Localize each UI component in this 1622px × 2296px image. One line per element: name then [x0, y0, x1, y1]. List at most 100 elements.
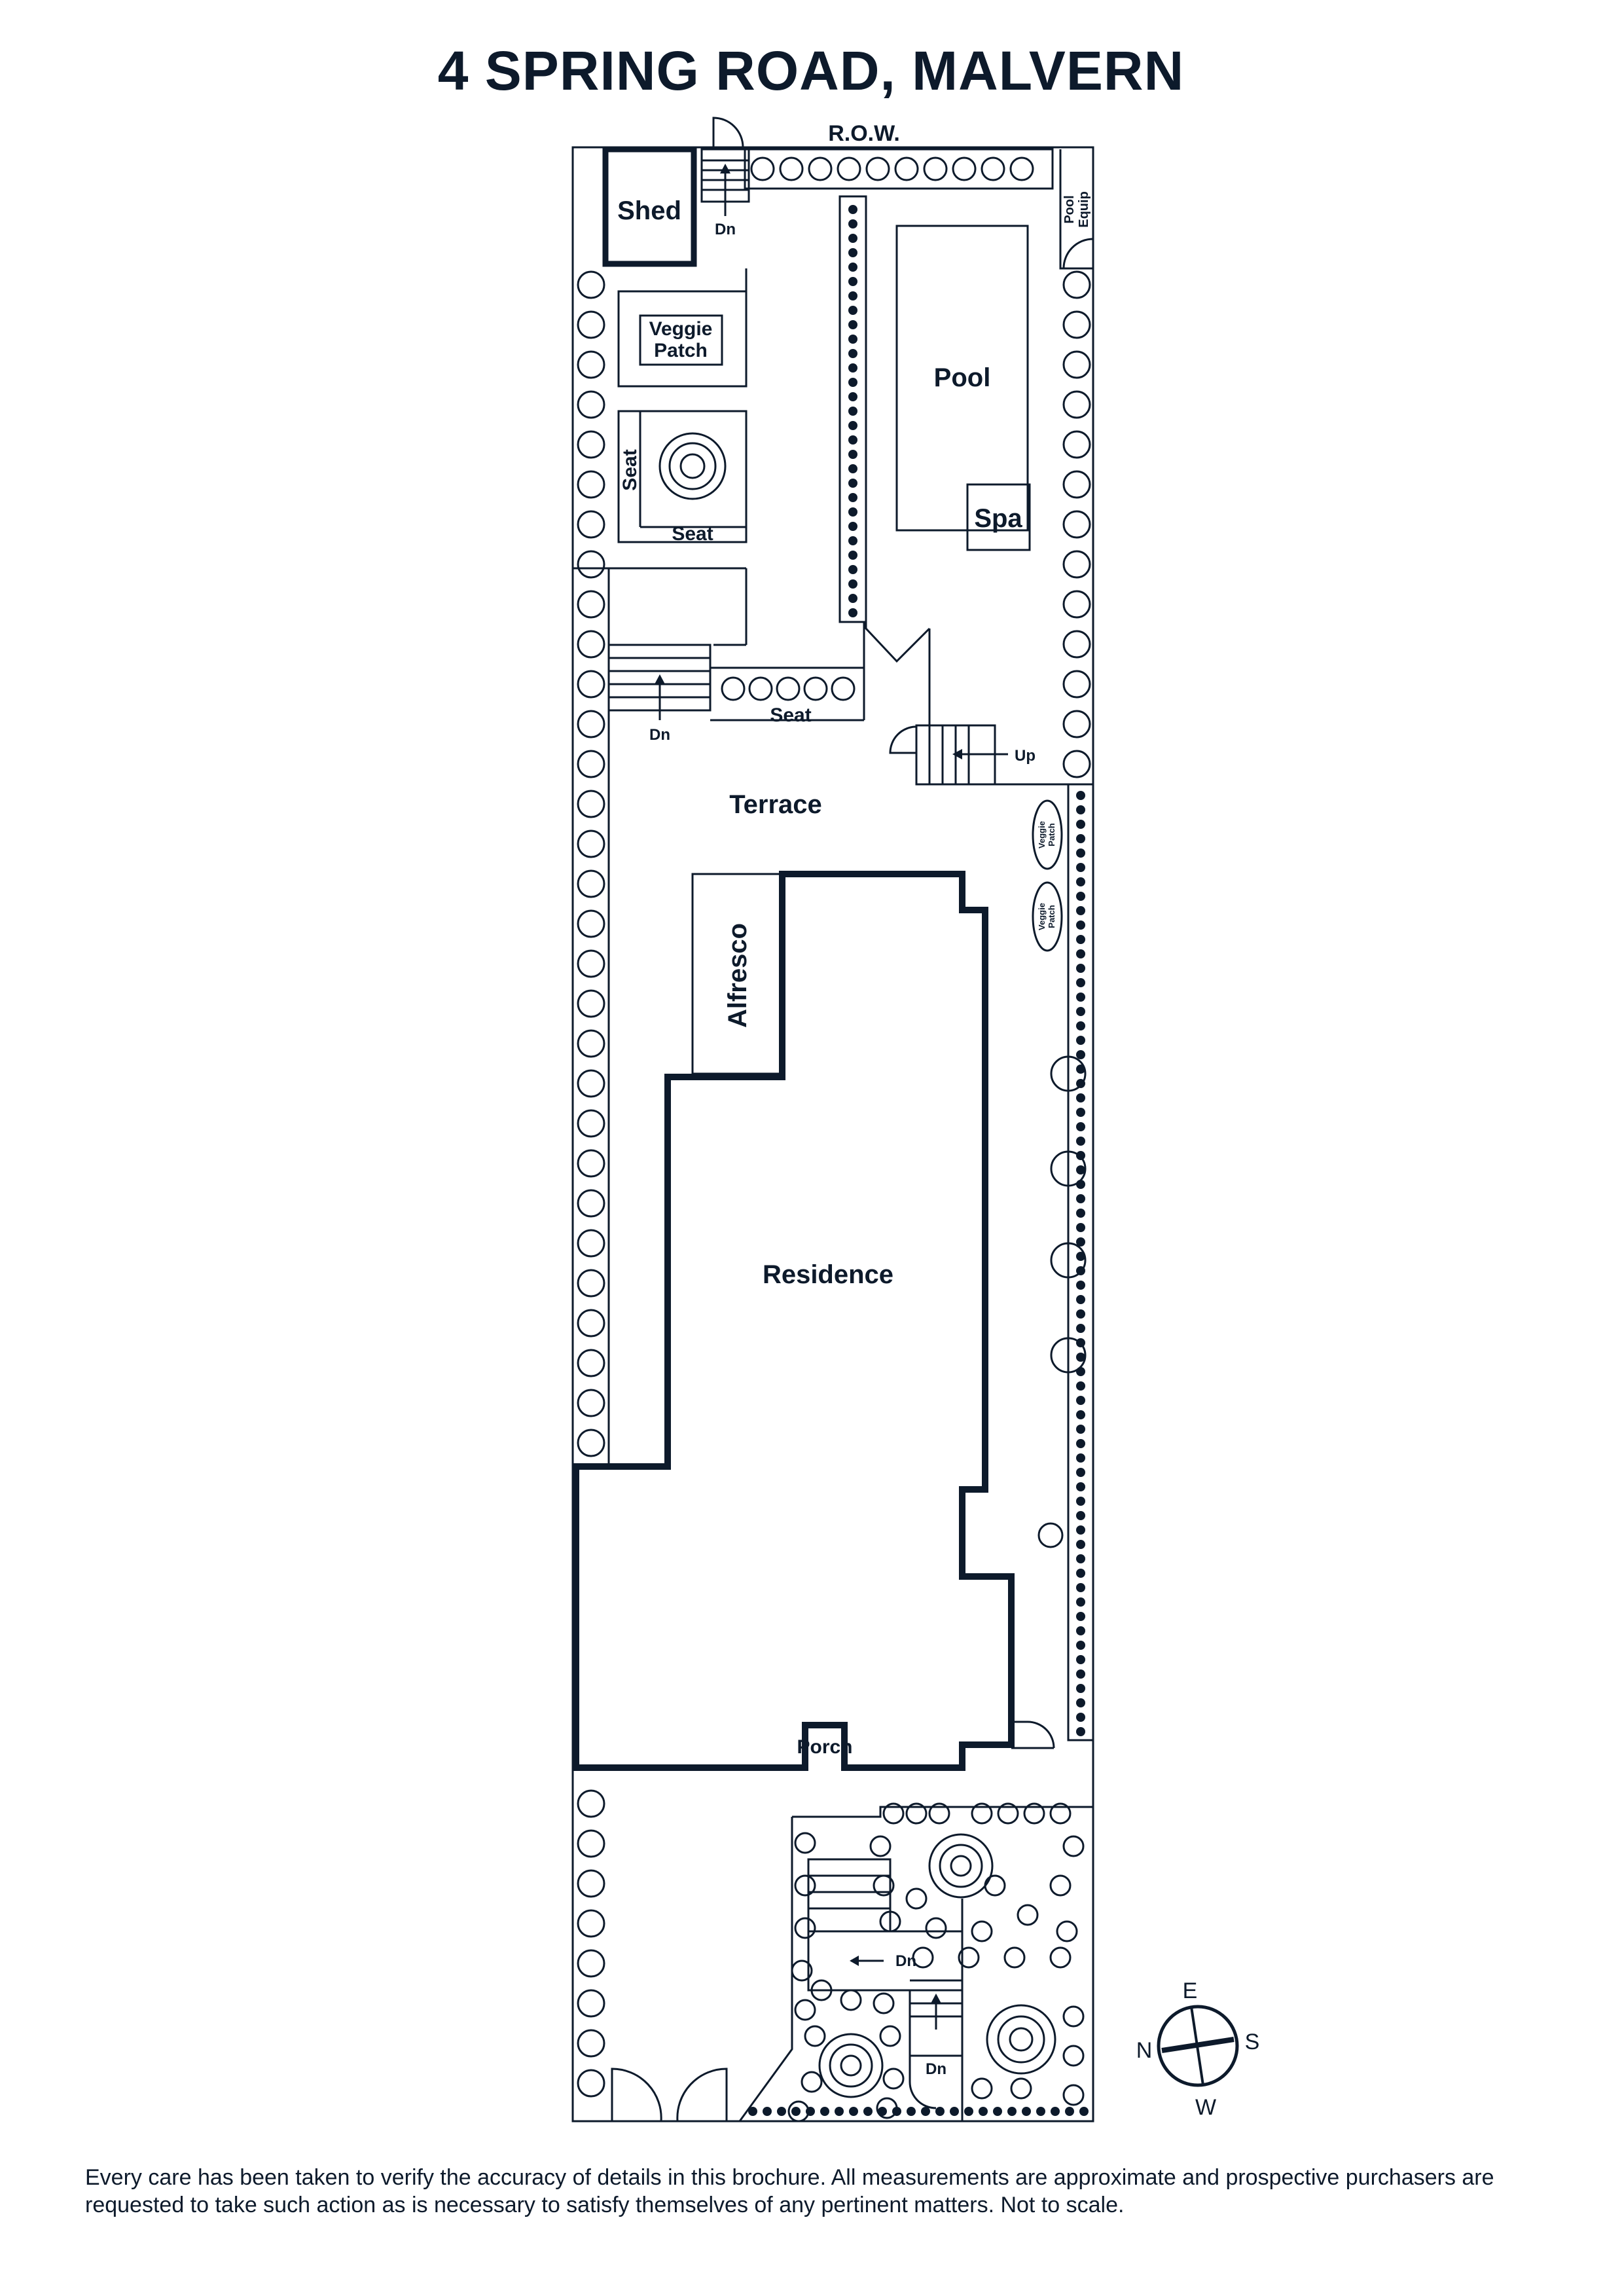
- shrub: [905, 1802, 928, 1825]
- hedge-dot: [848, 594, 857, 603]
- shrub: [794, 1832, 816, 1854]
- hedge-dot: [848, 421, 857, 430]
- hedge-dot: [1076, 1511, 1085, 1520]
- shrub: [577, 1309, 605, 1338]
- shrub: [1062, 470, 1091, 499]
- shrub: [577, 1269, 605, 1298]
- shrub: [928, 1802, 950, 1825]
- shrub: [577, 1389, 605, 1417]
- shrub: [831, 676, 856, 701]
- shrub: [1017, 1904, 1039, 1926]
- hedge-dot: [848, 349, 857, 358]
- hedge-dot: [848, 234, 857, 243]
- hedge-dot: [848, 291, 857, 301]
- hedge-shrubs: [577, 156, 1091, 2123]
- shrub: [808, 156, 833, 181]
- page-title: 4 SPRING ROAD, MALVERN: [437, 40, 1185, 101]
- hedge-dot: [1051, 2107, 1060, 2116]
- shrub: [1062, 350, 1091, 379]
- hedge-dot: [848, 363, 857, 373]
- shrub: [803, 676, 828, 701]
- shrub: [577, 1429, 605, 1457]
- hedge-dot: [848, 320, 857, 329]
- hedge-dot: [1022, 2107, 1031, 2116]
- shrub: [577, 1069, 605, 1098]
- shrub: [1062, 2084, 1085, 2106]
- hedge-dot: [1076, 848, 1085, 858]
- shrub: [1062, 630, 1091, 659]
- veggie-patch-small-b[interactable]: [1032, 881, 1063, 952]
- hedge-dot: [1076, 1482, 1085, 1491]
- hedge-dot: [1076, 805, 1085, 814]
- shrub: [971, 1920, 993, 1942]
- shrub: [577, 1989, 605, 2018]
- shrub: [1062, 390, 1091, 419]
- terrace-stair: [607, 644, 712, 720]
- shrub: [894, 156, 919, 181]
- pool[interactable]: [895, 225, 1029, 532]
- shrub: [577, 949, 605, 978]
- hedge-dot: [1076, 892, 1085, 901]
- shrub: [971, 2077, 993, 2100]
- shrub: [577, 350, 605, 379]
- hedge-dot: [1076, 1684, 1085, 1693]
- hedge-dot: [1076, 1353, 1085, 1362]
- shrub: [873, 1874, 895, 1897]
- veggie-patch-small-a[interactable]: [1032, 799, 1063, 870]
- hedge-dot: [848, 479, 857, 488]
- shrub: [577, 1149, 605, 1178]
- shrub: [577, 390, 605, 419]
- hedge-dot: [848, 464, 857, 473]
- veggie-small-a-label-1: Veggie: [1037, 821, 1047, 848]
- hedge-dot: [1076, 1425, 1085, 1434]
- dn-terrace-label: Dn: [649, 726, 670, 744]
- shrub: [721, 676, 746, 701]
- shrub: [779, 156, 804, 181]
- hedge-dot: [1076, 1583, 1085, 1592]
- shrub: [577, 310, 605, 339]
- up-stair: [889, 629, 1093, 786]
- hedge-dot: [777, 2107, 786, 2116]
- hedge-dot: [1076, 1410, 1085, 1419]
- shed[interactable]: [602, 146, 697, 267]
- shrub: [1062, 670, 1091, 699]
- hedge-dot: [1076, 906, 1085, 915]
- veggie-patch[interactable]: [639, 314, 723, 366]
- shrub: [1049, 1946, 1072, 1969]
- hedge-dot: [1076, 1453, 1085, 1463]
- front-gate[interactable]: [611, 2068, 728, 2122]
- hedge-dot: [848, 522, 857, 531]
- shrub: [1050, 1242, 1087, 1279]
- hedge-dot: [935, 2107, 945, 2116]
- hedge-dot: [848, 536, 857, 545]
- residence[interactable]: [573, 871, 1015, 1771]
- shrub: [882, 2068, 905, 2090]
- hedge-dot: [1076, 1194, 1085, 1203]
- hedge-dot: [848, 219, 857, 228]
- porch-label: Porch: [797, 1736, 852, 1758]
- shrub: [1062, 710, 1091, 738]
- hedge-dot: [848, 435, 857, 445]
- spa[interactable]: [966, 483, 1031, 551]
- compass-s: S: [1245, 2030, 1260, 2054]
- seat-vertical-label: Seat: [619, 449, 641, 490]
- hedge-dot: [1076, 791, 1085, 800]
- hedge-dot: [1076, 877, 1085, 886]
- hedge-dot: [848, 551, 857, 560]
- hedge-dot: [1076, 1713, 1085, 1722]
- compass-n: N: [1136, 2038, 1153, 2063]
- hedge-dot: [1076, 964, 1085, 973]
- shrub: [577, 270, 605, 299]
- hedge-dot: [1076, 1237, 1085, 1247]
- shrub: [882, 1802, 905, 1825]
- front-stair: [807, 1858, 964, 2109]
- shrub: [1009, 156, 1034, 181]
- shed-label: Shed: [617, 196, 681, 225]
- hedge-dot: [848, 248, 857, 257]
- dn-top-label: Dn: [715, 221, 736, 238]
- shrub: [577, 1109, 605, 1138]
- hedge-dot: [1076, 1626, 1085, 1635]
- shrub: [1062, 270, 1091, 299]
- hedge-dot: [1076, 993, 1085, 1002]
- veggie-small-b-label-2: Patch: [1047, 905, 1056, 928]
